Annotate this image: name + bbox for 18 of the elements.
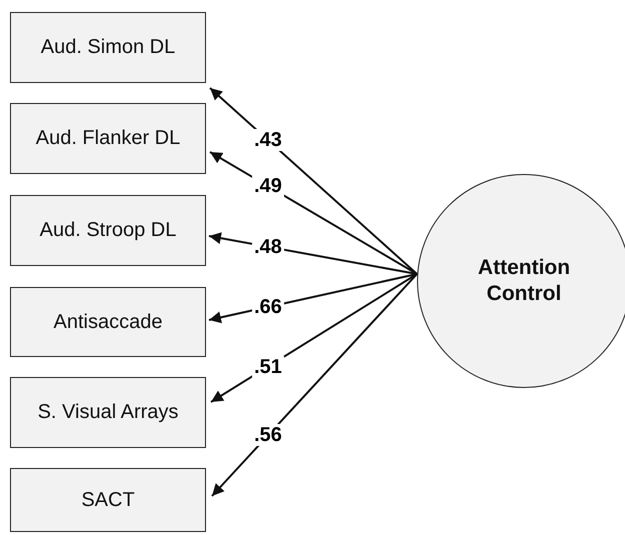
- indicator-box: [10, 287, 206, 357]
- indicator-box: [10, 195, 206, 266]
- indicator-label: Antisaccade: [54, 310, 162, 334]
- path-coefficient: .43: [252, 129, 284, 152]
- indicator-box: [10, 468, 206, 532]
- path-coefficient: .49: [252, 175, 284, 198]
- indicator-label: S. Visual Arrays: [38, 400, 178, 425]
- indicator-box: [10, 12, 206, 83]
- indicator-label: Aud. Flanker DL: [36, 126, 180, 151]
- indicator-label: Aud. Stroop DL: [40, 218, 176, 243]
- indicator-label: Aud. Simon DL: [40, 35, 176, 60]
- arrow: [211, 273, 418, 497]
- indicator-label: SACT: [81, 488, 135, 512]
- arrow: [209, 87, 418, 275]
- indicator-box: [10, 377, 206, 448]
- indicator-box: [10, 103, 206, 174]
- path-coefficient: .51: [252, 356, 284, 378]
- factor-label: Attention Control: [476, 254, 572, 307]
